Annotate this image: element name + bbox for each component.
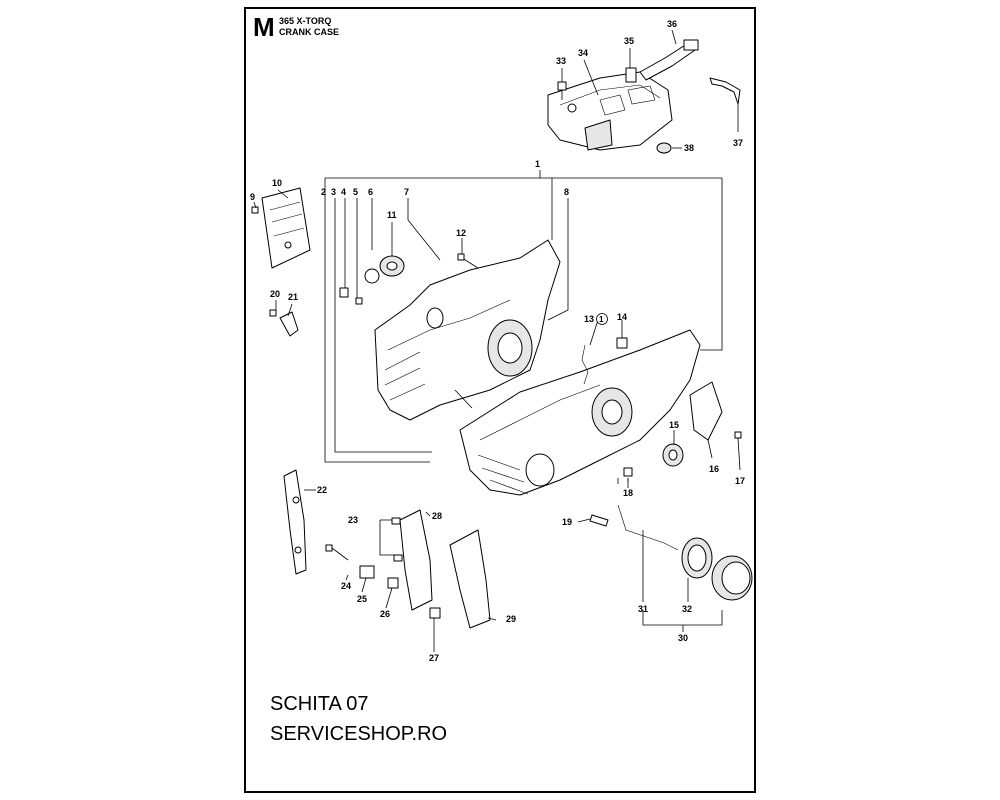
part-heat-shield-10 [261,187,311,269]
part-screw-9 [251,206,259,214]
callout-30: 30 [678,633,688,643]
part-rod-37 [709,77,741,105]
callout-24: 24 [341,581,351,591]
part-screw-5 [355,297,363,305]
part-guide-22 [283,469,307,575]
callout-8: 8 [564,187,569,197]
callout-33: 33 [556,56,566,66]
part-spacer-25 [359,565,375,579]
part-cover-16 [689,381,723,441]
model-title: 365 X-TORQ CRANK CASE [279,16,339,38]
site-name: SERVICESHOP.RO [270,723,448,745]
part-spring-35 [625,67,637,83]
callout-31: 31 [638,604,648,614]
callout-12: 12 [456,228,466,238]
part-plate-29 [449,529,491,629]
callout-13: 13 [584,314,594,324]
callout-10: 10 [272,178,282,188]
part-seal-6 [364,268,380,284]
section-letter: M [253,12,275,42]
part-clip-21 [279,311,299,337]
callout-9: 9 [250,192,255,202]
schema-number: SCHITA 07 [270,693,369,715]
part-pin-4 [339,287,349,298]
part-screw-19 [589,514,609,527]
model-name: 365 X-TORQ [279,16,332,26]
part-strap-31 [617,504,679,551]
section-title: CRANK CASE [279,27,340,37]
part-bearing-11 [379,255,405,277]
callout-25: 25 [357,594,367,604]
part-nut-27 [429,607,441,619]
callout-22: 22 [317,485,327,495]
callout-15: 15 [669,420,679,430]
part-gasket-32 [681,537,713,579]
callout-3: 3 [331,187,336,197]
part-nut-26 [387,577,399,589]
callout-1: 1 [535,159,540,169]
callout-38: 38 [684,143,694,153]
part-plug-18 [623,467,633,477]
part-cap [711,555,753,601]
part-tank-cover [547,71,673,151]
callout-20: 20 [270,289,280,299]
callout-32: 32 [682,604,692,614]
part-screws-23 [379,517,403,562]
callout-37: 37 [733,138,743,148]
callout-34: 34 [578,48,588,58]
part-bushing-14 [616,337,628,349]
circled-note-mark: 1 [596,313,608,325]
callout-6: 6 [368,187,373,197]
callout-17: 17 [735,476,745,486]
callout-14: 14 [617,312,627,322]
callout-5: 5 [353,187,358,197]
part-stud [454,389,473,409]
callout-29: 29 [506,614,516,624]
part-crankcase-right [459,329,701,496]
callout-7: 7 [404,187,409,197]
svg-text:1: 1 [599,315,604,324]
part-bolt-24 [325,544,349,561]
part-crankcase-left [374,239,561,421]
callout-21: 21 [288,292,298,302]
part-grommet-38 [656,142,672,154]
callout-4: 4 [341,187,346,197]
part-screw-20 [269,309,277,317]
callout-35: 35 [624,36,634,46]
callout-23: 23 [348,515,358,525]
callout-11: 11 [387,210,397,220]
part-screw-17 [734,431,742,439]
callout-18: 18 [623,488,633,498]
part-bearing-15 [662,443,684,467]
callout-27: 27 [429,653,439,663]
part-screw-12 [457,253,479,269]
callout-36: 36 [667,19,677,29]
part-lever-36 [639,39,699,81]
part-wire-13 [581,344,589,385]
callout-19: 19 [562,517,572,527]
part-plate-28 [399,509,433,611]
callout-28: 28 [432,511,442,521]
callout-26: 26 [380,609,390,619]
callout-16: 16 [709,464,719,474]
callout-2: 2 [321,187,326,197]
